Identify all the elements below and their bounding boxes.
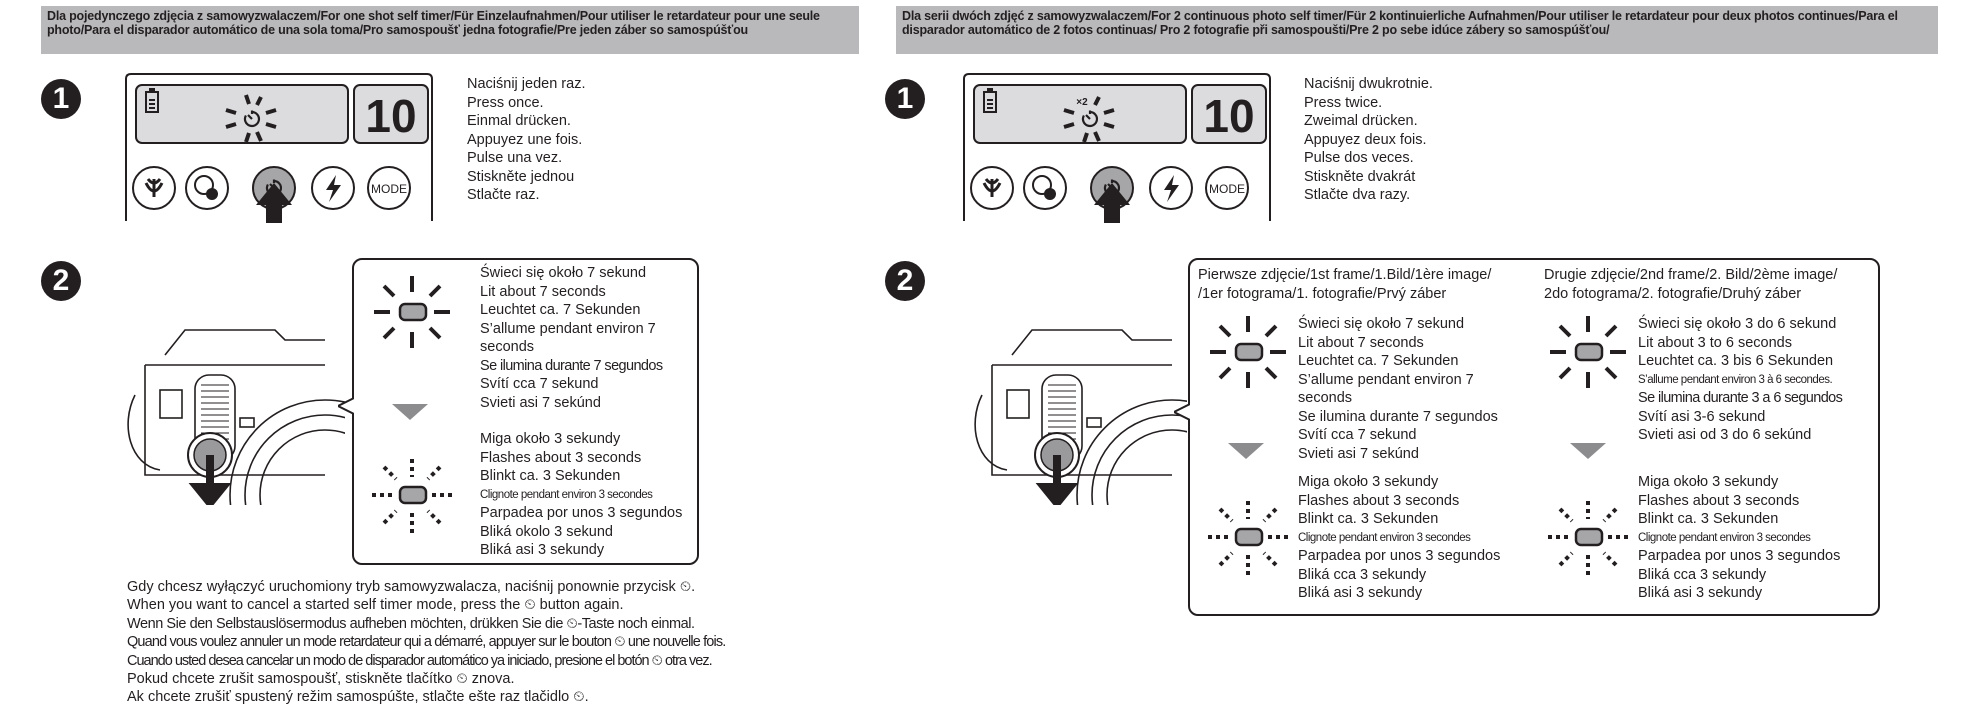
svg-text:MODE: MODE xyxy=(371,182,407,196)
second-lamp-flashing-text: Miga około 3 sekundy Flashes about 3 sec… xyxy=(1638,474,1841,601)
first-lamp-flashing-text: Miga około 3 sekundy Flashes about 3 sec… xyxy=(1298,474,1501,601)
first-lamp-lit-icon xyxy=(1208,312,1288,392)
camera-illustration-continuous xyxy=(972,295,1187,510)
first-frame-title: Pierwsze zdjęcie/1st frame/1.Bild/1ère i… xyxy=(1198,267,1492,302)
lamp-lit-text: Świeci się około 7 sekund Lit about 7 se… xyxy=(480,265,663,411)
first-lamp-lit-text: Świeci się około 7 sekund Lit about 7 se… xyxy=(1298,316,1498,462)
lamp-lit-icon xyxy=(372,272,452,352)
svg-text:10: 10 xyxy=(1203,90,1254,142)
second-lamp-flashing-icon xyxy=(1548,497,1628,577)
x2-label: ×2 xyxy=(1076,97,1088,108)
lcd-counter: 10 xyxy=(365,90,416,142)
closeup-button[interactable] xyxy=(132,166,176,210)
step-1-badge-continuous: 1 xyxy=(885,79,925,119)
first-lamp-flashing-icon xyxy=(1208,497,1288,577)
camera-control-panel-continuous: ×2 10 MODE xyxy=(958,73,1276,223)
lcd-counter-continuous: 10 xyxy=(1203,90,1254,142)
camera-control-panel: 10 MODE xyxy=(120,73,438,223)
second-transition-arrow xyxy=(1570,443,1606,459)
press-arrow xyxy=(1094,183,1130,223)
single-shot-header: Dla pojedynczego zdjęcia z samowyzwalacz… xyxy=(41,6,859,54)
cancel-self-timer-text: Gdy chcesz wyłączyć uruchomiony tryb sam… xyxy=(127,579,726,706)
step-2-badge-continuous: 2 xyxy=(885,261,925,301)
second-frame-title: Drugie zdjęcie/2nd frame/2. Bild/2ème im… xyxy=(1544,267,1838,302)
step-1-instructions-continuous: Naciśnij dwukrotnie. Press twice. Zweima… xyxy=(1304,76,1433,203)
camera-illustration xyxy=(125,295,350,510)
flash-button[interactable] xyxy=(311,166,355,210)
svg-text:MODE: MODE xyxy=(1209,182,1245,196)
second-lamp-lit-icon xyxy=(1548,312,1628,392)
step-1-instructions: Naciśnij jeden raz. Press once. Einmal d… xyxy=(467,76,586,203)
callout-pointer-continuous xyxy=(1171,403,1191,421)
brightness-button[interactable] xyxy=(185,166,229,210)
step-2-badge: 2 xyxy=(41,261,81,301)
svg-text:10: 10 xyxy=(365,90,416,142)
first-transition-arrow xyxy=(1228,443,1264,459)
flash-button[interactable] xyxy=(1149,166,1193,210)
transition-arrow xyxy=(392,404,428,420)
lamp-flashing-text: Miga około 3 sekundy Flashes about 3 sec… xyxy=(480,431,683,558)
lamp-flashing-icon xyxy=(372,455,452,535)
callout-pointer xyxy=(335,397,355,415)
mode-button[interactable]: MODE xyxy=(367,166,411,210)
continuous-shot-header: Dla serii dwóch zdjęć z samowyzwalaczem/… xyxy=(896,6,1938,54)
brightness-button[interactable] xyxy=(1023,166,1067,210)
second-lamp-lit-text: Świeci się około 3 do 6 sekund Lit about… xyxy=(1638,316,1843,443)
closeup-button[interactable] xyxy=(970,166,1014,210)
svg-text:×2: ×2 xyxy=(1076,97,1088,108)
press-arrow xyxy=(256,183,292,223)
step-1-badge: 1 xyxy=(41,79,81,119)
mode-button[interactable]: MODE xyxy=(1205,166,1249,210)
frames-callout-panel xyxy=(1188,258,1880,616)
